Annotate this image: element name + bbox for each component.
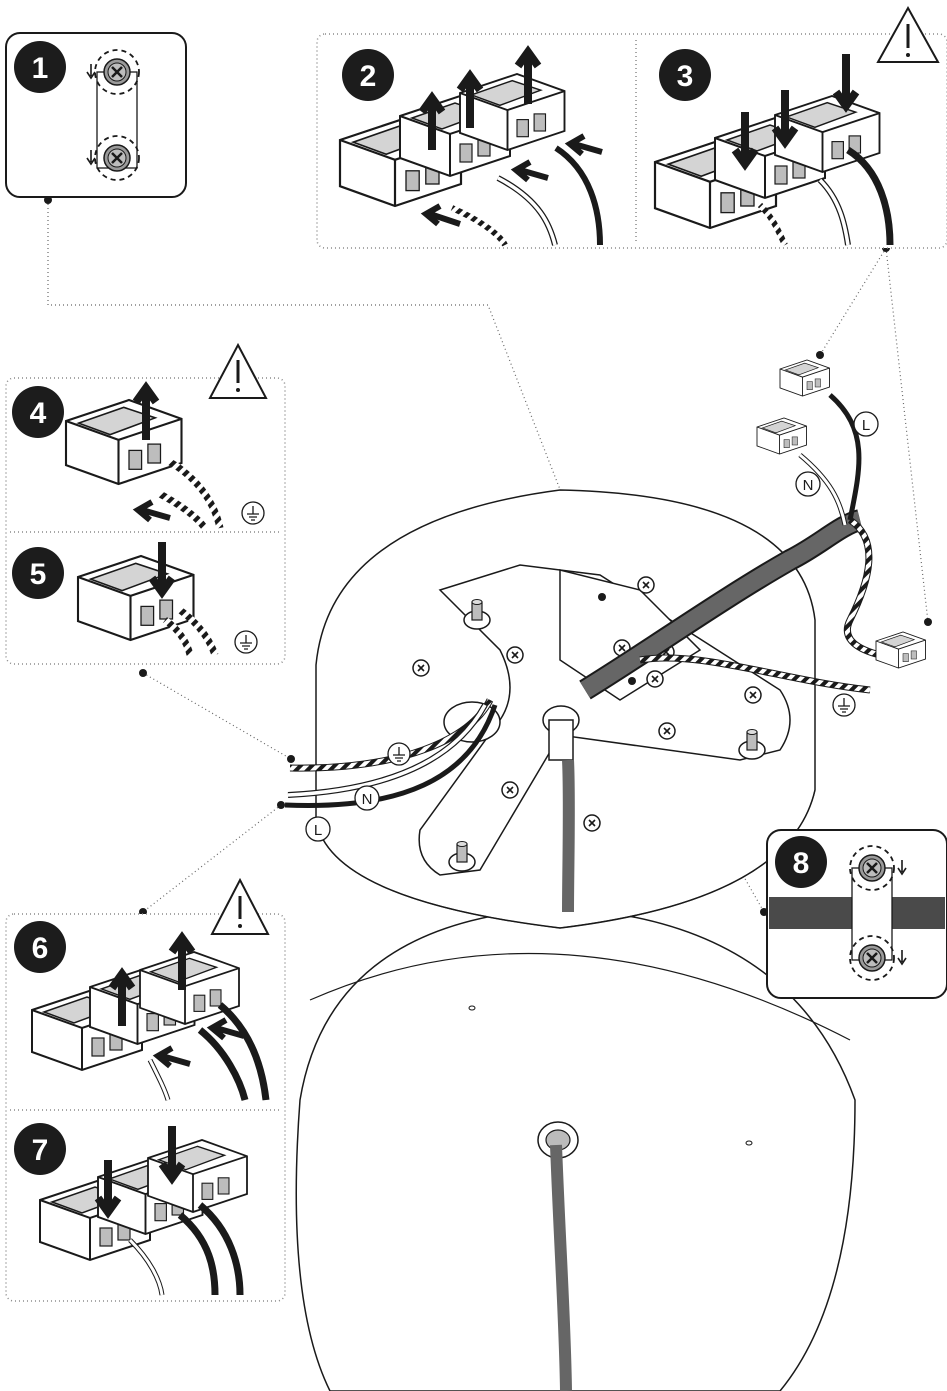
step-number: 6 [32,932,49,965]
step-number: 8 [793,847,810,880]
warning-icon [210,877,270,935]
svg-text:N: N [803,477,814,494]
neutral-label-lamp: N [795,471,821,497]
step-8-panel: 8 [766,829,947,999]
lamp-side-connectors [756,359,926,669]
ground-icon [234,630,258,654]
svg-text:N: N [362,791,373,808]
step-6-7-panel: 6 7 [5,877,286,1302]
step-number: 5 [30,558,47,591]
warning-icon [876,5,940,63]
leader-dots [44,196,932,916]
screw-icon [102,57,132,87]
ground-icon [241,501,265,525]
fixture-body [284,489,881,929]
step-number: 3 [677,60,694,93]
warning-icon [208,342,268,399]
step-number: 2 [360,60,377,93]
screw-icon [857,853,887,883]
screw-icon [102,143,132,173]
step-2-3-panel: 2 3 [316,5,947,249]
step-1-panel: 1 [5,32,187,198]
ground-icon [832,693,856,717]
step-number: 1 [32,52,49,85]
svg-text:L: L [314,822,322,839]
live-label-supply: L [305,816,331,842]
svg-text:L: L [862,417,870,434]
neutral-label-supply: N [354,785,380,811]
screw-icon [857,943,887,973]
step-number: 7 [32,1134,49,1167]
step-4-5-panel: 4 5 [5,342,286,665]
canopy-plate [295,907,856,1391]
ground-icon [387,742,411,766]
live-label-lamp: L [853,411,879,437]
step-number: 4 [30,397,47,430]
